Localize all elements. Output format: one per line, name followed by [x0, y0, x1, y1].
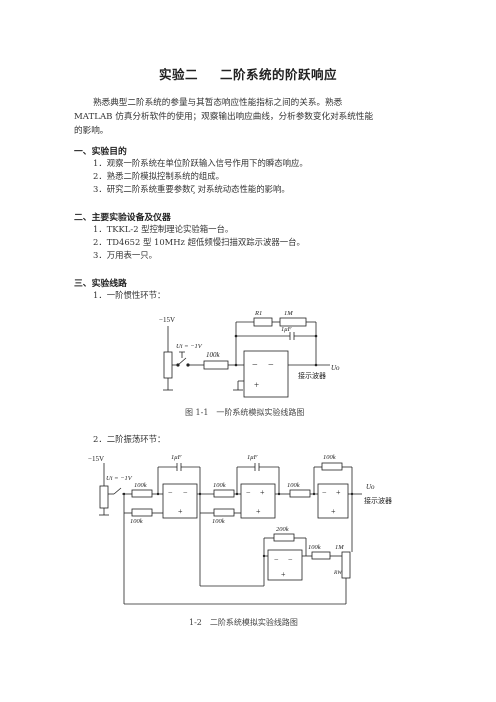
objective-item: 3．研究二阶系统重要参数ζ 对系统动态性能的影响。	[93, 184, 290, 194]
section-heading-circuits: 三、实验线路	[74, 279, 127, 289]
fig2-op4-plus: +	[281, 570, 286, 579]
equipment-item: 3．万用表一只。	[93, 250, 157, 260]
fig2-c2-label: 1μF	[247, 454, 259, 461]
fig2-rfb3-label: 100k	[323, 454, 336, 461]
section-heading-equipment: 二、主要实验设备及仪器	[74, 213, 171, 223]
objective-item: 2．熟悉二阶模拟控制系统的组成。	[93, 171, 224, 181]
fig1-opamp-minus: −	[252, 360, 258, 371]
intro-line-1: 熟悉典型二阶系统的参量与其暂态响应性能指标之间的关系。熟悉	[93, 98, 343, 108]
fig1-rin-label: 100k	[206, 351, 221, 359]
fig2-op4-minus-b: −	[288, 555, 293, 564]
fig2-rmid2-label: 100k	[212, 518, 225, 525]
fig1-caption: 图 1-1 一阶系统模拟实验线路图	[185, 408, 305, 417]
fig2-rin2-label: 100k	[130, 518, 143, 525]
fig2-op3-plus-top: +	[336, 488, 341, 497]
section-heading-objectives: 一、实验目的	[74, 147, 127, 157]
subheading-first-order: 1．一阶惯性环节：	[93, 290, 166, 300]
fig2-op2-minus: −	[246, 488, 251, 497]
fig2-r100b-label: 100k	[308, 544, 321, 551]
intro-line-2: MATLAB 仿真分析软件的使用；观察输出响应曲线，分析参数变化对系统性能	[74, 112, 374, 122]
fig2-op1-minus-b: −	[183, 488, 188, 497]
fig1-cfb-label: 1μF	[281, 326, 293, 333]
fig2-caption: 1-2 二阶系统模拟实验线路图	[189, 618, 298, 627]
fig2-op2-plus: +	[256, 507, 261, 516]
equipment-item: 2．TD4652 型 10MHz 超低频慢扫描双踪示波器一台。	[93, 237, 305, 247]
fig2-rin1-label: 100k	[134, 482, 147, 489]
fig2-op2-plus-top: +	[260, 488, 265, 497]
fig1-r1-label: R1	[254, 310, 262, 317]
fig2-scope-label: 接示波器	[364, 496, 392, 505]
fig1-opamp-plus: +	[254, 380, 259, 390]
fig2-c1-label: 1μF	[171, 454, 183, 461]
fig2-rw-label: RW	[333, 570, 342, 576]
fig2-rmid3-label: 100k	[287, 482, 300, 489]
fig1-scope-label: 接示波器	[298, 371, 326, 380]
title-part1: 实验二	[158, 67, 198, 82]
fig2-supply-label: −15V	[88, 455, 104, 463]
fig1-opamp-minus-2: −	[268, 360, 274, 371]
fig1-output-label: Uo	[331, 364, 340, 372]
fig2-r200-label: 200k	[276, 526, 289, 533]
equipment-item: 1．TKKL-2 型控制理论实验箱一台。	[93, 224, 234, 234]
subheading-second-order: 2．二阶振荡环节：	[93, 434, 166, 444]
fig2-op1-plus: +	[178, 507, 183, 516]
fig1-ui-label: Ui = −1V	[176, 343, 203, 350]
fig2-op1-minus: −	[168, 488, 173, 497]
page-title: 实验二 二阶系统的阶跃响应	[0, 64, 496, 83]
fig2-rmid1-label: 100k	[213, 482, 226, 489]
fig1-supply-label: −15V	[159, 316, 175, 324]
fig2-op3-plus: +	[331, 507, 336, 516]
fig2-r1m-label: 1M	[335, 544, 344, 551]
fig1-rfb-label: 1M	[284, 310, 293, 317]
title-part2: 二阶系统的阶跃响应	[220, 67, 338, 82]
fig2-output-label: Uo	[366, 483, 375, 491]
fig2-op4-minus: −	[274, 555, 279, 564]
objective-item: 1．观察一阶系统在单位阶跃输入信号作用下的瞬态响应。	[93, 158, 308, 168]
intro-line-3: 的影响。	[74, 126, 109, 136]
fig2-ui-label: Ui = −1V	[106, 475, 133, 482]
fig2-op3-minus: −	[322, 488, 327, 497]
